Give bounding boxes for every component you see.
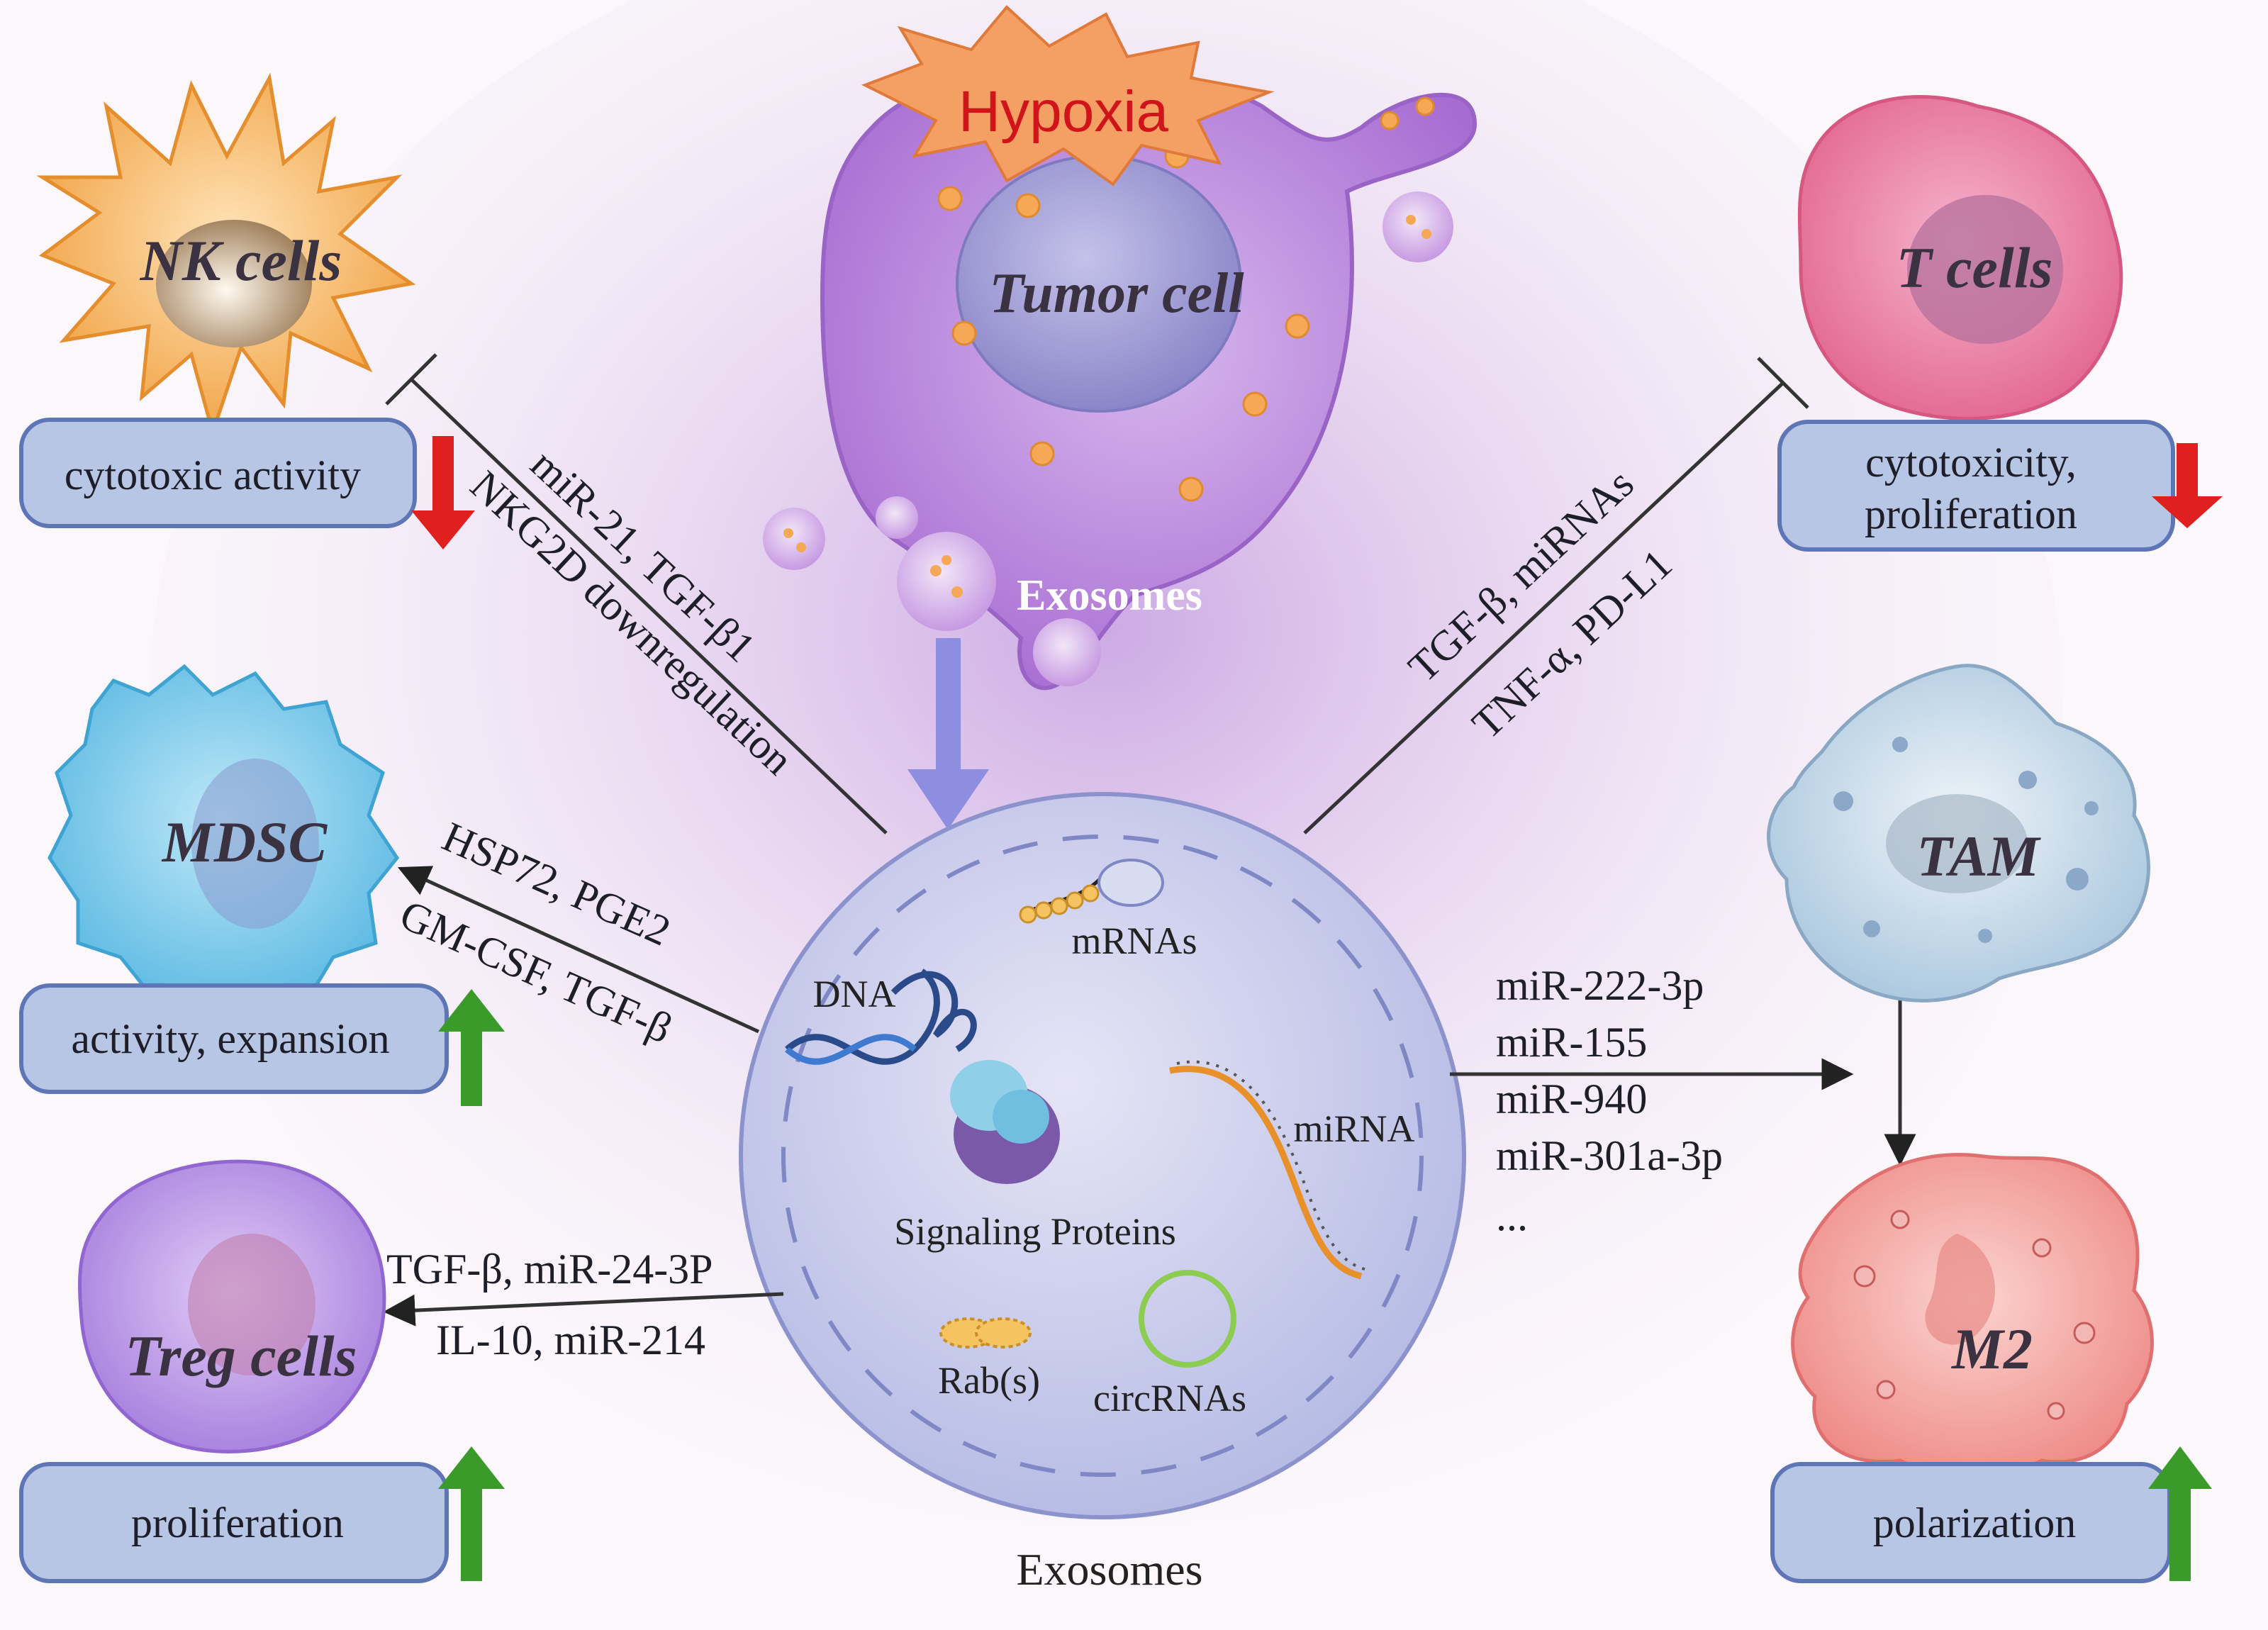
m2-edge-item: miR-155 [1496, 1019, 1647, 1066]
mdsc-cell: MDSC [48, 664, 400, 1009]
mdsc-effect-label: activity, expansion [71, 1015, 389, 1062]
mdsc-arrow [397, 866, 760, 1034]
hypoxia-burst [861, 5, 1275, 186]
exosomes-release-label: Exosomes [1017, 571, 1202, 620]
mdsc-effect-box: activity, expansion [19, 983, 449, 1094]
nk-inhibit-line [410, 378, 888, 834]
circrna-icon [1139, 1270, 1236, 1368]
rabs-label: Rab(s) [938, 1359, 1040, 1402]
t-effect-label-1: cytotoxicity, [1865, 439, 2077, 486]
signaling-protein-icon [950, 1060, 1060, 1184]
nk-inhibit-bar [385, 353, 437, 406]
mdsc-cell-label: MDSC [161, 810, 328, 874]
mirna-icon [1169, 1060, 1365, 1280]
tam-cell: TAM [1767, 664, 2150, 1003]
t-cell-label: T cells [1896, 235, 2053, 300]
treg-up-arrow [438, 1446, 505, 1581]
t-inhibit-line [1303, 381, 1784, 834]
mirna-label: miRNA [1293, 1107, 1414, 1150]
t-cell: T cells [1797, 95, 2123, 420]
released-exosomes [763, 191, 1453, 686]
nk-effect-box: cytotoxic activity [19, 418, 417, 528]
dna-icon [785, 968, 977, 1065]
t-inhibit-bar [1757, 357, 1809, 409]
release-arrow [907, 638, 989, 830]
treg-effect-label: proliferation [131, 1500, 344, 1546]
m2-edge-item: ... [1496, 1193, 1528, 1239]
connectors [383, 353, 1916, 1327]
treg-effect-box: proliferation [19, 1462, 449, 1583]
treg-edge-label-2: IL-10, miR-214 [436, 1317, 705, 1363]
background-glow [149, 0, 2063, 1524]
m2-effect-label: polarization [1873, 1500, 2077, 1546]
t-effect-box: cytotoxicity, proliferation [1777, 420, 2175, 552]
m2-up-arrow [2148, 1446, 2212, 1581]
nk-cell: NK cells [36, 72, 416, 439]
m2-edge-item: miR-222-3p [1496, 962, 1704, 1009]
mrna-icon [1019, 859, 1164, 924]
m2-edge-labels: miR-222-3p miR-155 miR-940 miR-301a-3p .… [1496, 962, 1723, 1239]
m2-edge-item: miR-940 [1496, 1076, 1647, 1122]
nk-effect-label: cytotoxic activity [65, 452, 361, 498]
nk-down-arrow [411, 436, 475, 549]
tumor-cell-label: Tumor cell [989, 262, 1244, 325]
rab-icon [939, 1317, 1032, 1349]
treg-edge-label-1: TGF-β, miR-24-3P [386, 1246, 713, 1293]
m2-effect-box: polarization [1770, 1462, 2172, 1583]
central-exosome: DNA mRNAs miRNA Signaling Proteins R [739, 792, 1466, 1519]
tumor-vesicles [937, 88, 1435, 502]
tam-cell-label: TAM [1916, 824, 2041, 888]
dna-label: DNA [813, 973, 896, 1015]
exosomes-caption: Exosomes [1016, 1544, 1202, 1595]
t-down-arrow [2152, 443, 2223, 528]
treg-cell: Treg cells [78, 1159, 386, 1453]
m2-cell: M2 [1791, 1153, 2154, 1478]
signaling-proteins-label: Signaling Proteins [894, 1210, 1176, 1253]
treg-cell-label: Treg cells [125, 1324, 357, 1388]
m2-cell-label: M2 [1950, 1317, 2033, 1381]
hypoxia-label: Hypoxia [959, 79, 1169, 144]
treg-arrow [383, 1292, 784, 1327]
mrnas-label: mRNAs [1071, 920, 1197, 962]
nk-cell-label: NK cells [140, 228, 342, 293]
t-effect-label-2: proliferation [1865, 491, 2077, 537]
tumor-cell: Hypoxia Tumor cell Exosomes [763, 5, 1477, 830]
m2-edge-item: miR-301a-3p [1496, 1132, 1723, 1179]
circrnas-label: circRNAs [1093, 1377, 1246, 1419]
mdsc-up-arrow [438, 989, 505, 1106]
